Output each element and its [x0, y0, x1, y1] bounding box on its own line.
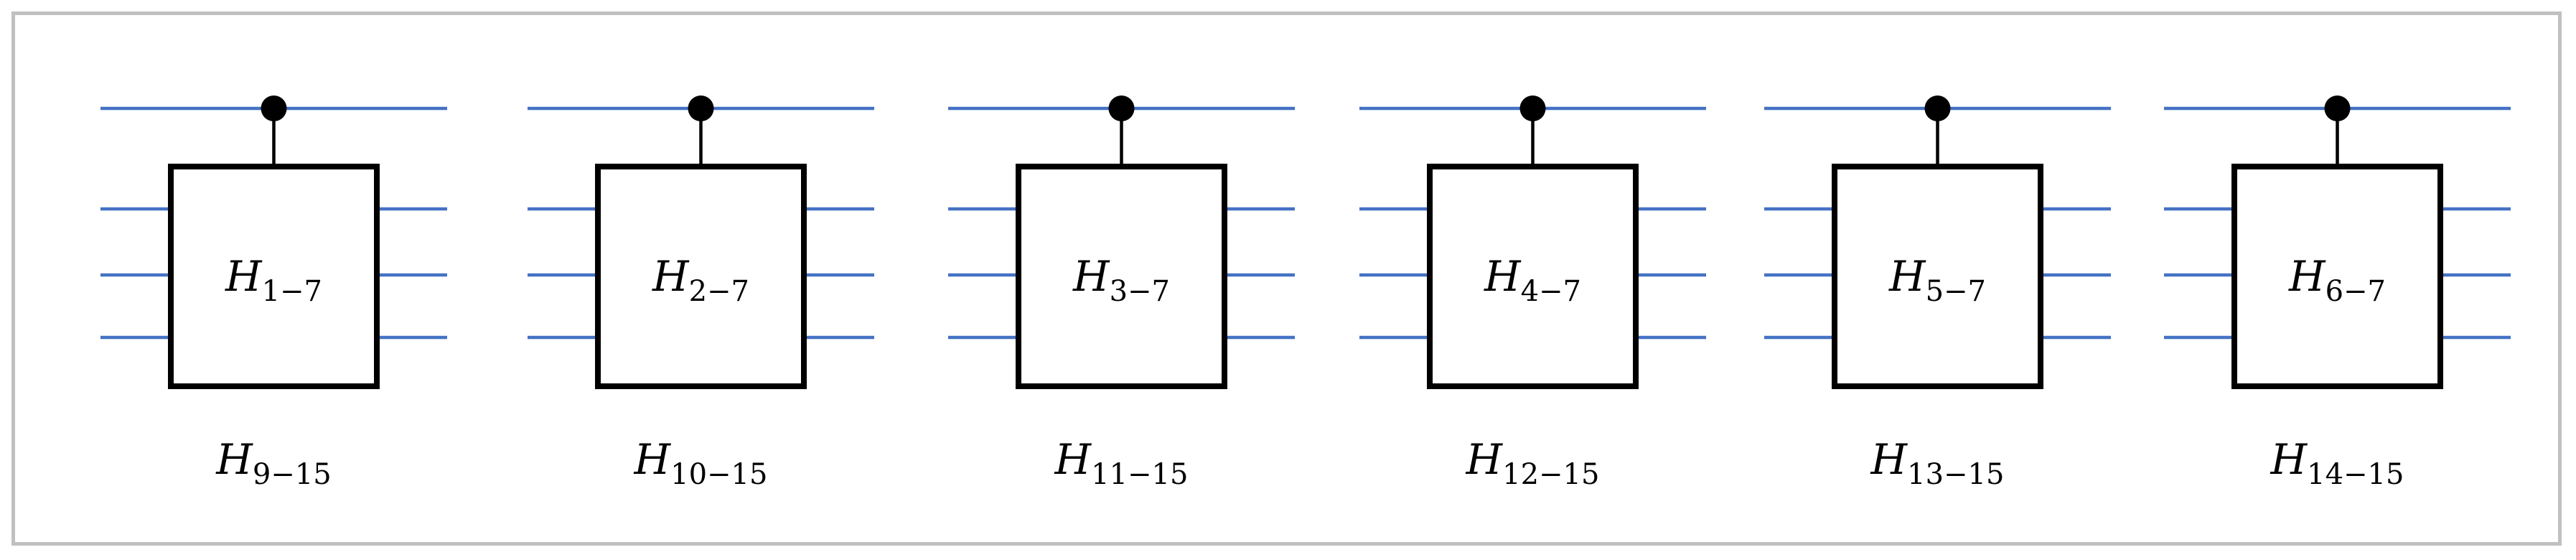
caption-subscript: 12−15 — [1502, 458, 1599, 491]
gate-caption: H13−15 — [1870, 435, 2005, 491]
caption-symbol: H — [1870, 435, 1908, 484]
control-dot — [2324, 95, 2351, 121]
gate-symbol: H — [652, 252, 690, 301]
gate-symbol: H — [1072, 252, 1110, 301]
gate-box — [1427, 164, 1639, 389]
caption-subscript: 9−15 — [253, 458, 332, 491]
diagram-frame — [11, 11, 2562, 546]
gate-box — [1832, 164, 2043, 389]
caption-subscript: 13−15 — [1907, 458, 2004, 491]
gate-label: H3−7 — [1072, 252, 1170, 308]
gate-subscript: 4−7 — [1521, 275, 1581, 308]
gate-symbol: H — [1484, 252, 1522, 301]
gate-label: H5−7 — [1888, 252, 1986, 308]
caption-symbol: H — [634, 435, 672, 484]
gate-caption: H10−15 — [634, 435, 768, 491]
caption-subscript: 14−15 — [2307, 458, 2404, 491]
caption-subscript: 10−15 — [670, 458, 767, 491]
caption-symbol: H — [215, 435, 253, 484]
gate-subscript: 6−7 — [2326, 275, 2386, 308]
control-dot — [688, 95, 714, 121]
gate-subscript: 1−7 — [262, 275, 322, 308]
gate-label: H2−7 — [652, 252, 749, 308]
caption-symbol: H — [1054, 435, 1092, 484]
gate-label: H6−7 — [2288, 252, 2386, 308]
gate-caption: H11−15 — [1054, 435, 1189, 491]
gate-caption: H14−15 — [2270, 435, 2404, 491]
gate-label: H4−7 — [1484, 252, 1581, 308]
gate-symbol: H — [2288, 252, 2326, 301]
gate-symbol: H — [225, 252, 263, 301]
gate-box — [1016, 164, 1227, 389]
gate-label: H1−7 — [225, 252, 322, 308]
gate-box — [595, 164, 807, 389]
gate-box — [2231, 164, 2443, 389]
control-dot — [1108, 95, 1135, 121]
caption-subscript: 11−15 — [1091, 458, 1188, 491]
control-dot — [261, 95, 287, 121]
control-dot — [1924, 95, 1951, 121]
gate-symbol: H — [1888, 252, 1926, 301]
gate-subscript: 3−7 — [1110, 275, 1170, 308]
gate-subscript: 5−7 — [1926, 275, 1986, 308]
gate-caption: H12−15 — [1466, 435, 1600, 491]
gate-subscript: 2−7 — [689, 275, 749, 308]
caption-symbol: H — [2270, 435, 2308, 484]
gate-caption: H9−15 — [215, 435, 331, 491]
gate-box — [168, 164, 380, 389]
control-dot — [1519, 95, 1546, 121]
caption-symbol: H — [1466, 435, 1504, 484]
gate-1: H1−7H9−15 — [100, 95, 447, 491]
